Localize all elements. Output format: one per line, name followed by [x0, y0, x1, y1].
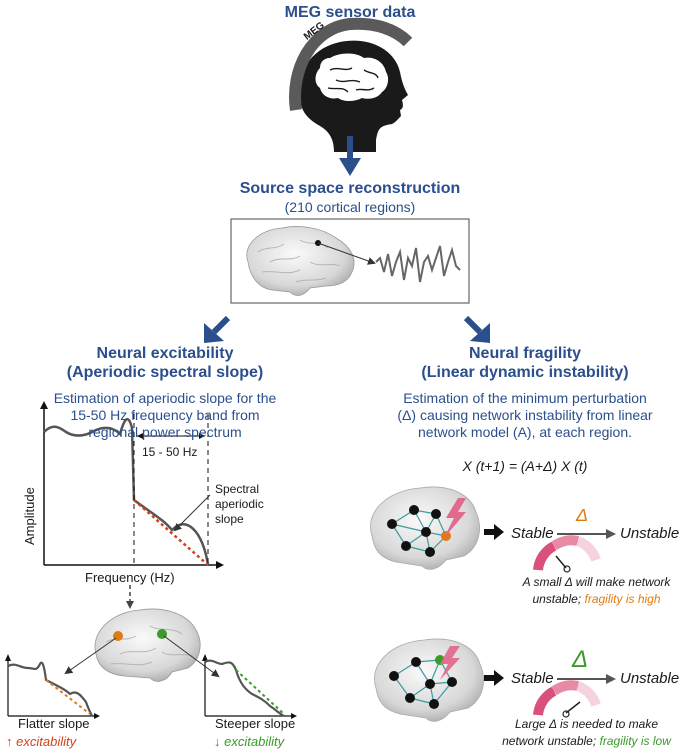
right-desc-2: (Δ) causing network instability from lin… [397, 407, 653, 423]
lightning-icon-2 [440, 646, 460, 680]
unstable-label-1: Unstable [620, 525, 680, 542]
band-label: 15 - 50 Hz [142, 445, 198, 459]
left-desc-2: 15-50 Hz frequency band from [70, 407, 260, 423]
header-title: MEG sensor data [284, 4, 416, 21]
source-brain [246, 226, 376, 296]
stable-label-1: Stable [511, 525, 554, 542]
black-arrows [484, 524, 504, 686]
left-title-1: Neural excitability [96, 345, 234, 362]
y-axis-label: Amplitude [22, 487, 37, 545]
unstable-label-2: Unstable [620, 670, 680, 687]
left-desc-1: Estimation of aperiodic slope for the [53, 390, 277, 406]
case1-line1: A small Δ will make network [522, 575, 671, 589]
flatter-label: Flatter slope [18, 716, 90, 731]
left-desc-3: regional power spectrum [88, 424, 242, 440]
equation: X (t+1) = (A+Δ) X (t) [462, 458, 588, 474]
lightning-icon [444, 498, 466, 538]
spectrum-curve [43, 417, 210, 566]
case2-line2: network unstable; fragility is low [502, 734, 671, 748]
stable-arrows [557, 529, 616, 684]
spectrum-chart [40, 401, 224, 569]
gauge-low [533, 680, 601, 718]
source-waveform [375, 245, 461, 283]
delta-large: Δ [572, 646, 589, 673]
right-desc-1: Estimation of the minimum perturbation [403, 390, 647, 406]
right-title-2: (Linear dynamic instability) [421, 364, 629, 381]
gauge-high [533, 535, 601, 573]
steeper-excitability: ↓ excitability [214, 734, 285, 749]
x-axis-label: Frequency (Hz) [85, 570, 175, 585]
source-subtitle: (210 cortical regions) [284, 199, 416, 215]
source-box [230, 218, 470, 304]
flatter-chart [5, 654, 100, 719]
bottom-brain [64, 608, 220, 682]
steeper-chart [202, 654, 297, 719]
source-title: Source space reconstruction [239, 180, 461, 197]
network-brain-low [374, 638, 484, 722]
flatter-excitability: ↑ excitability [6, 734, 77, 749]
delta-small: Δ [576, 505, 589, 525]
blue-arrows [204, 136, 490, 343]
case1-line2: unstable; fragility is high [532, 592, 661, 606]
head-icon [289, 17, 413, 152]
case2-line1: Large Δ is needed to make [514, 717, 659, 731]
network-brain-high [370, 486, 480, 570]
left-title-2: (Aperiodic spectral slope) [66, 364, 264, 381]
stable-label-2: Stable [511, 670, 554, 687]
right-title-1: Neural fragility [468, 345, 582, 362]
right-desc-3: network model (A), at each region. [418, 424, 632, 440]
steeper-label: Steeper slope [215, 716, 296, 731]
